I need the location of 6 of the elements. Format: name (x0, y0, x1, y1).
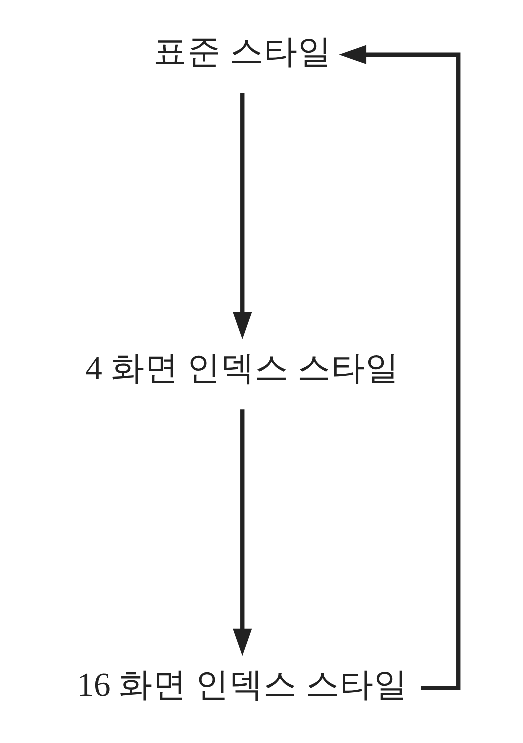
arrow (233, 410, 252, 656)
node-text: 표준 스타일 (153, 34, 332, 71)
arrow (339, 45, 461, 690)
arrow (233, 93, 252, 340)
node-text: 16 화면 인덱스 스타일 (77, 667, 408, 704)
node-text: 4 화면 인덱스 스타일 (86, 350, 400, 388)
